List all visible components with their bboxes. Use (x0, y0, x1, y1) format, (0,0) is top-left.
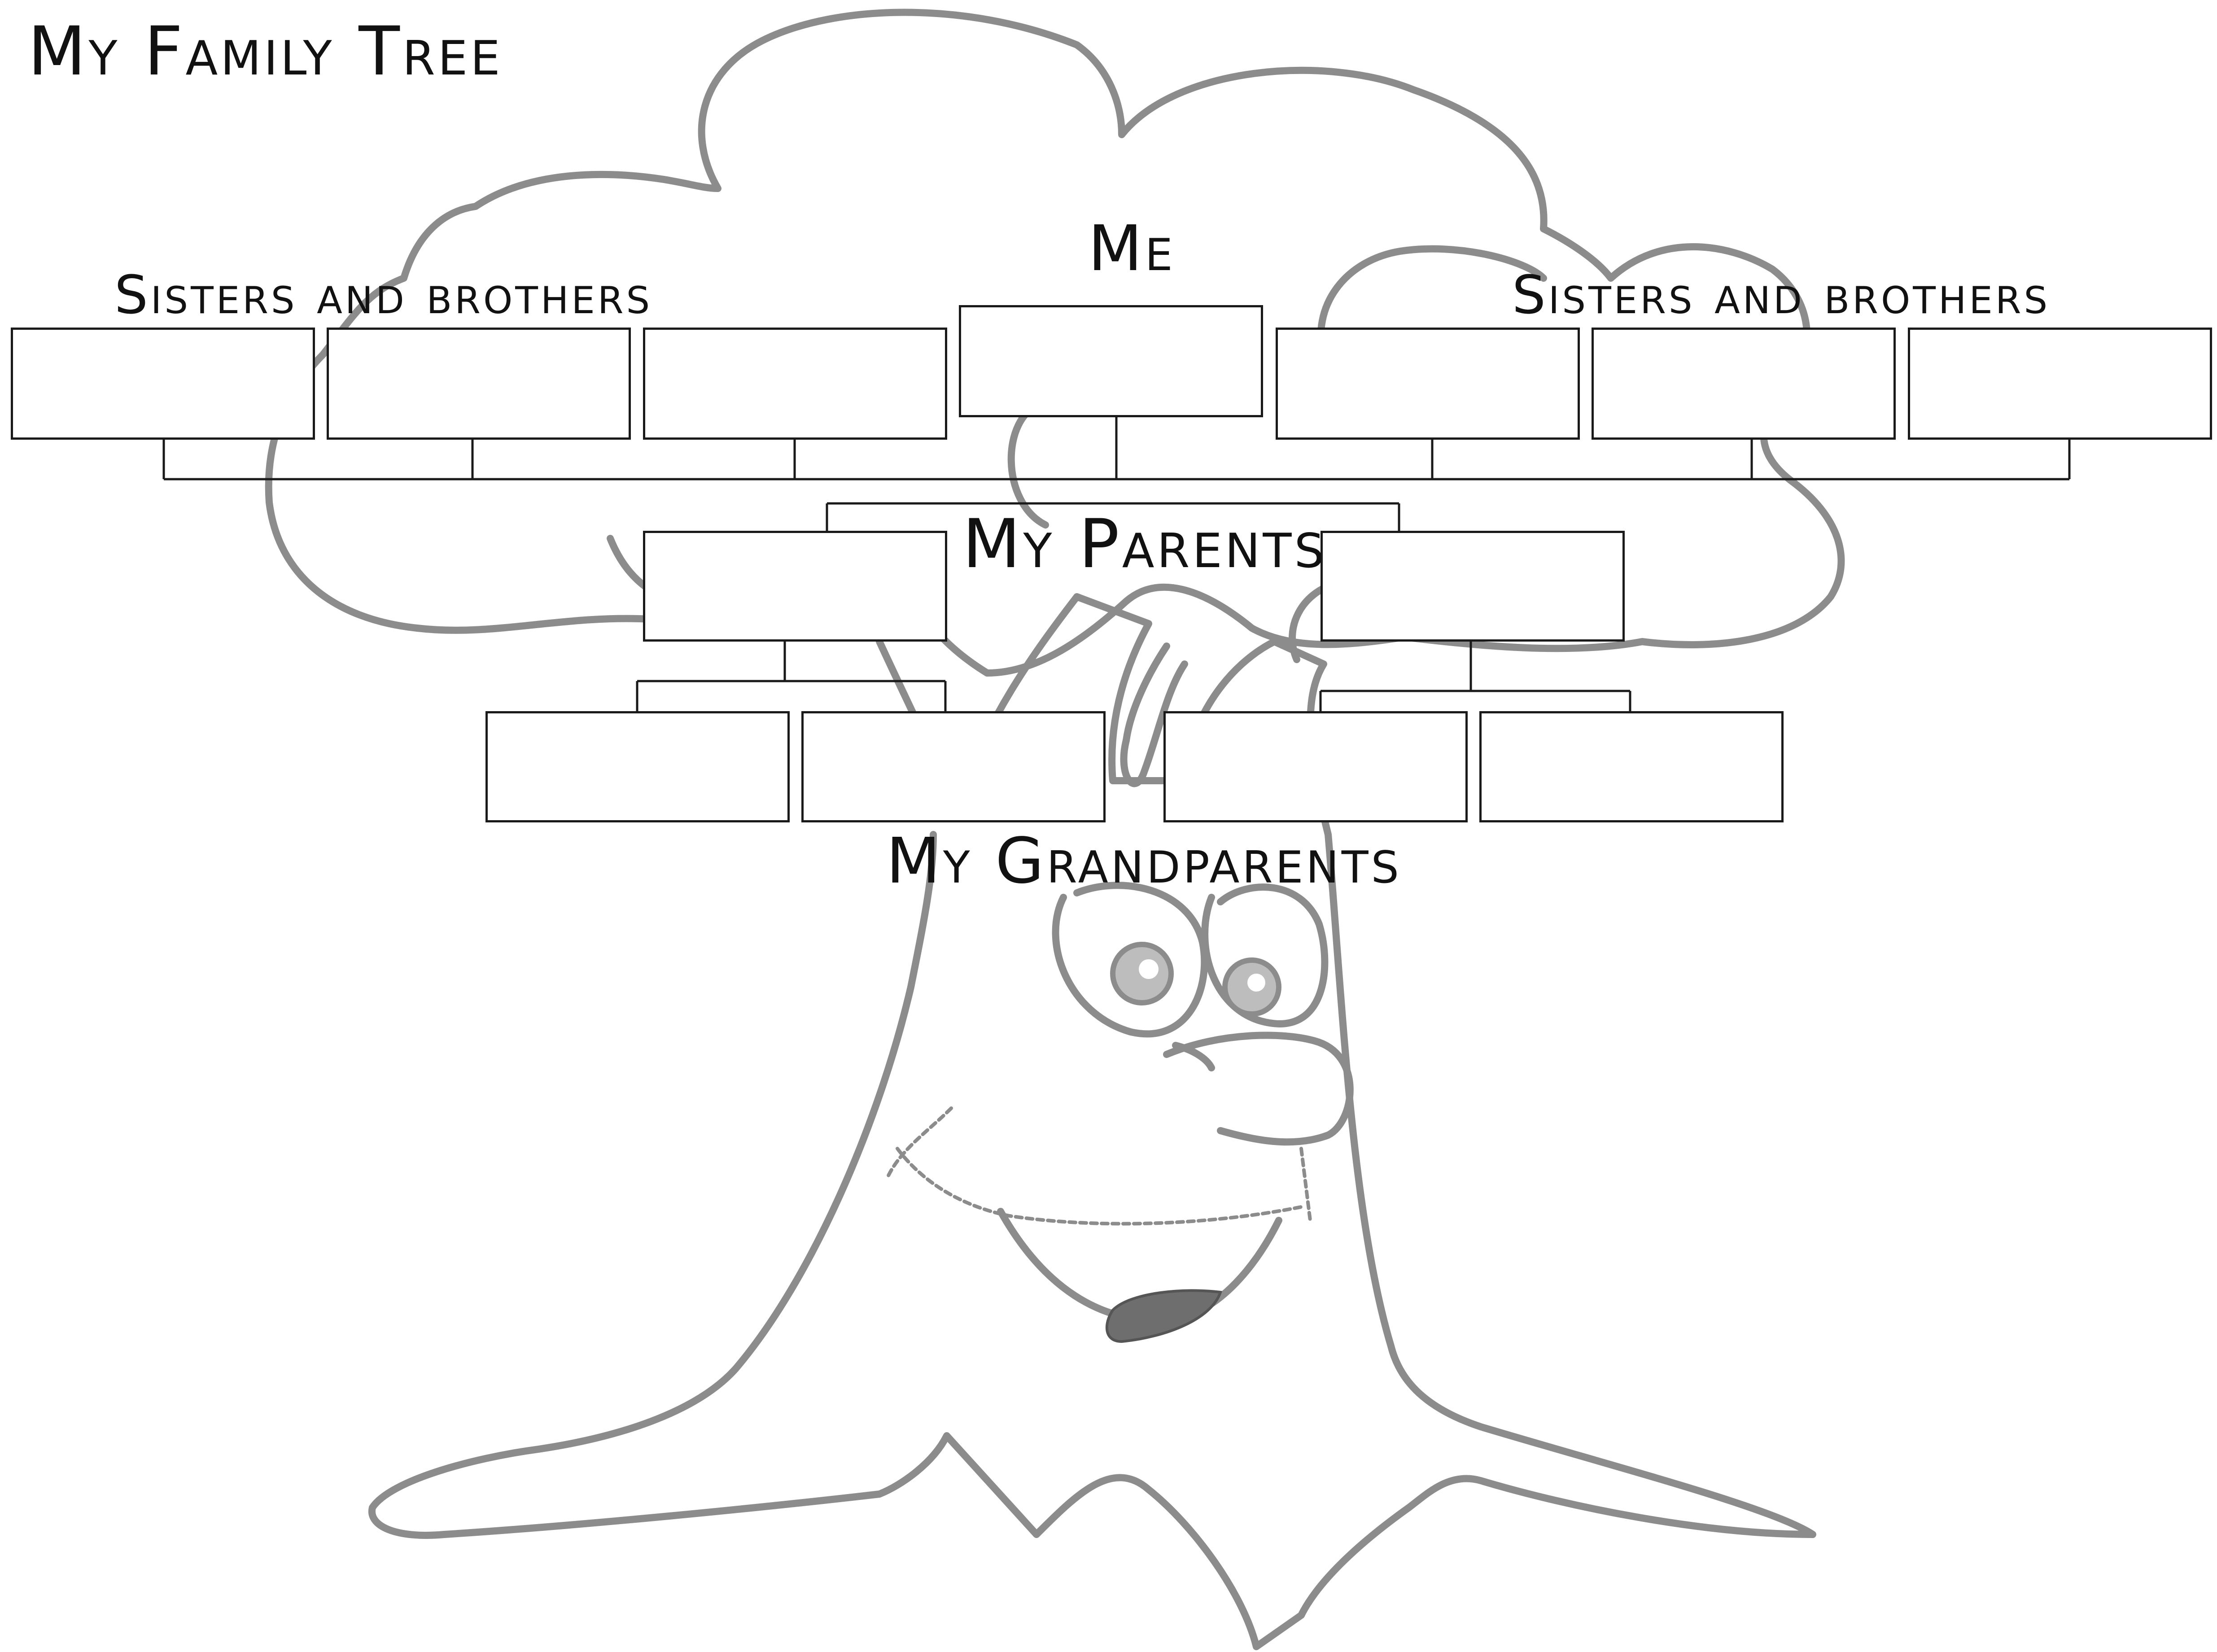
grandparent-box-1[interactable] (485, 711, 790, 822)
sibling-box-right-1[interactable] (1276, 328, 1580, 440)
parents-label: My Parents (962, 505, 1327, 583)
mouth-shape (1106, 1289, 1223, 1343)
grandparent-box-3[interactable] (1163, 711, 1468, 822)
me-box[interactable] (959, 305, 1263, 417)
sibling-box-right-2[interactable] (1592, 328, 1896, 440)
sibling-box-left-3[interactable] (643, 328, 947, 440)
sibling-box-right-3[interactable] (1908, 328, 2212, 440)
parent-box-2[interactable] (1321, 531, 1625, 642)
parent-box-1[interactable] (643, 531, 947, 642)
siblings-label-right: Sisters and brothers (1512, 264, 2051, 326)
me-label: Me (1088, 212, 1176, 285)
grandparent-box-2[interactable] (801, 711, 1106, 822)
grandparent-box-4[interactable] (1479, 711, 1784, 822)
sibling-box-left-1[interactable] (11, 328, 315, 440)
worksheet-title: My Family Tree (28, 13, 503, 91)
siblings-label-left: Sisters and brothers (114, 264, 653, 326)
sibling-box-left-2[interactable] (327, 328, 631, 440)
grandparents-label: My Grandparents (886, 825, 1402, 898)
canopy-outline (265, 9, 1845, 677)
